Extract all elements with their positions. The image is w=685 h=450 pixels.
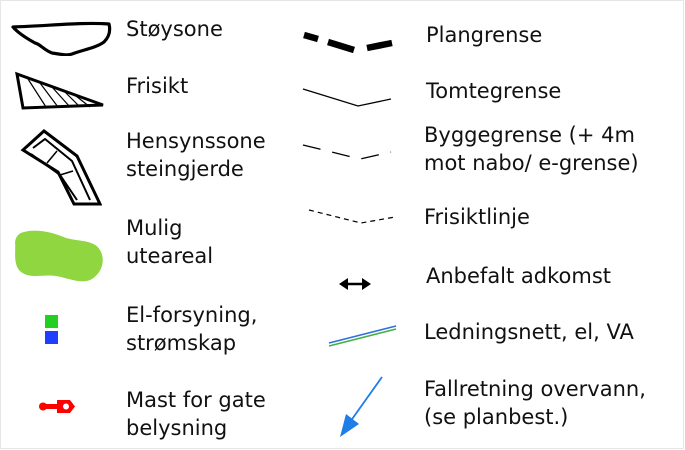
runoff-direction-arrow-icon: [340, 376, 383, 437]
legend-label-byggegrense: Byggegrense (+ 4m mot nabo/ e-grense): [424, 123, 639, 175]
noise-zone-outline-icon: [11, 21, 112, 56]
utility-lines-icon: [328, 325, 397, 347]
legend-label-ledningsnett: Ledningsnett, el, VA: [424, 320, 634, 344]
double-arrow-icon: [339, 278, 371, 290]
legend-label-hensynssone: Hensynssone steingjerde: [126, 129, 266, 181]
long-dashed-line-icon: [302, 144, 392, 160]
legend-label-el-forsyning: El-forsyning, strømskap: [126, 303, 258, 355]
legend-label-stoysone: Støysone: [126, 17, 223, 41]
thin-solid-line-icon: [302, 88, 392, 107]
legend-label-uteareal: Mulig uteareal: [126, 216, 214, 268]
street-light-mast-icon: [39, 400, 75, 413]
thick-dashed-line-icon: [303, 31, 393, 54]
legend-label-fallretning: Fallretning overvann, (se planbest.): [424, 377, 646, 429]
electric-cabinet-icon: [45, 315, 58, 344]
stone-wall-zone-icon: [20, 129, 102, 206]
legend-label-frisikt: Frisikt: [126, 74, 189, 98]
legend-label-mast: Mast for gate belysning: [126, 388, 266, 440]
legend-label-plangrense: Plangrense: [426, 23, 543, 47]
legend-label-frisiktlinje: Frisiktlinje: [424, 205, 530, 229]
legend-label-tomtegrense: Tomtegrense: [426, 79, 562, 103]
green-area-blob-icon: [15, 230, 103, 282]
hatched-triangle-icon: [15, 71, 104, 110]
short-dashed-line-icon: [308, 209, 396, 224]
legend-label-adkomst: Anbefalt adkomst: [426, 264, 612, 288]
